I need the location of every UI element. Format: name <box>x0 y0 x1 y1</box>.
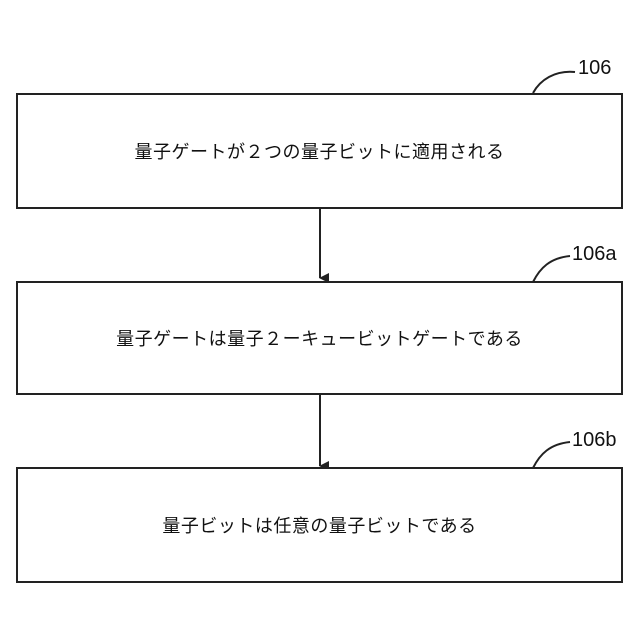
reference-number-106b: 106b <box>572 429 617 452</box>
flowchart-step-text-3: 量子ビットは任意の量子ビットである <box>162 512 476 538</box>
flowchart-step-box-3: 量子ビットは任意の量子ビットである <box>16 467 623 583</box>
flowchart-step-text-1: 量子ゲートが２つの量子ビットに適用される <box>135 138 505 164</box>
reference-leader-106b <box>533 442 570 468</box>
reference-leader-106a <box>533 256 570 282</box>
flowchart-step-box-2: 量子ゲートは量子２ーキュービットゲートである <box>16 281 623 395</box>
reference-leader-106 <box>533 72 575 93</box>
reference-number-106: 106 <box>578 57 611 80</box>
flowchart-step-box-1: 量子ゲートが２つの量子ビットに適用される <box>16 93 623 209</box>
flowchart-step-text-2: 量子ゲートは量子２ーキュービットゲートである <box>116 325 523 351</box>
reference-number-106a: 106a <box>572 243 617 266</box>
